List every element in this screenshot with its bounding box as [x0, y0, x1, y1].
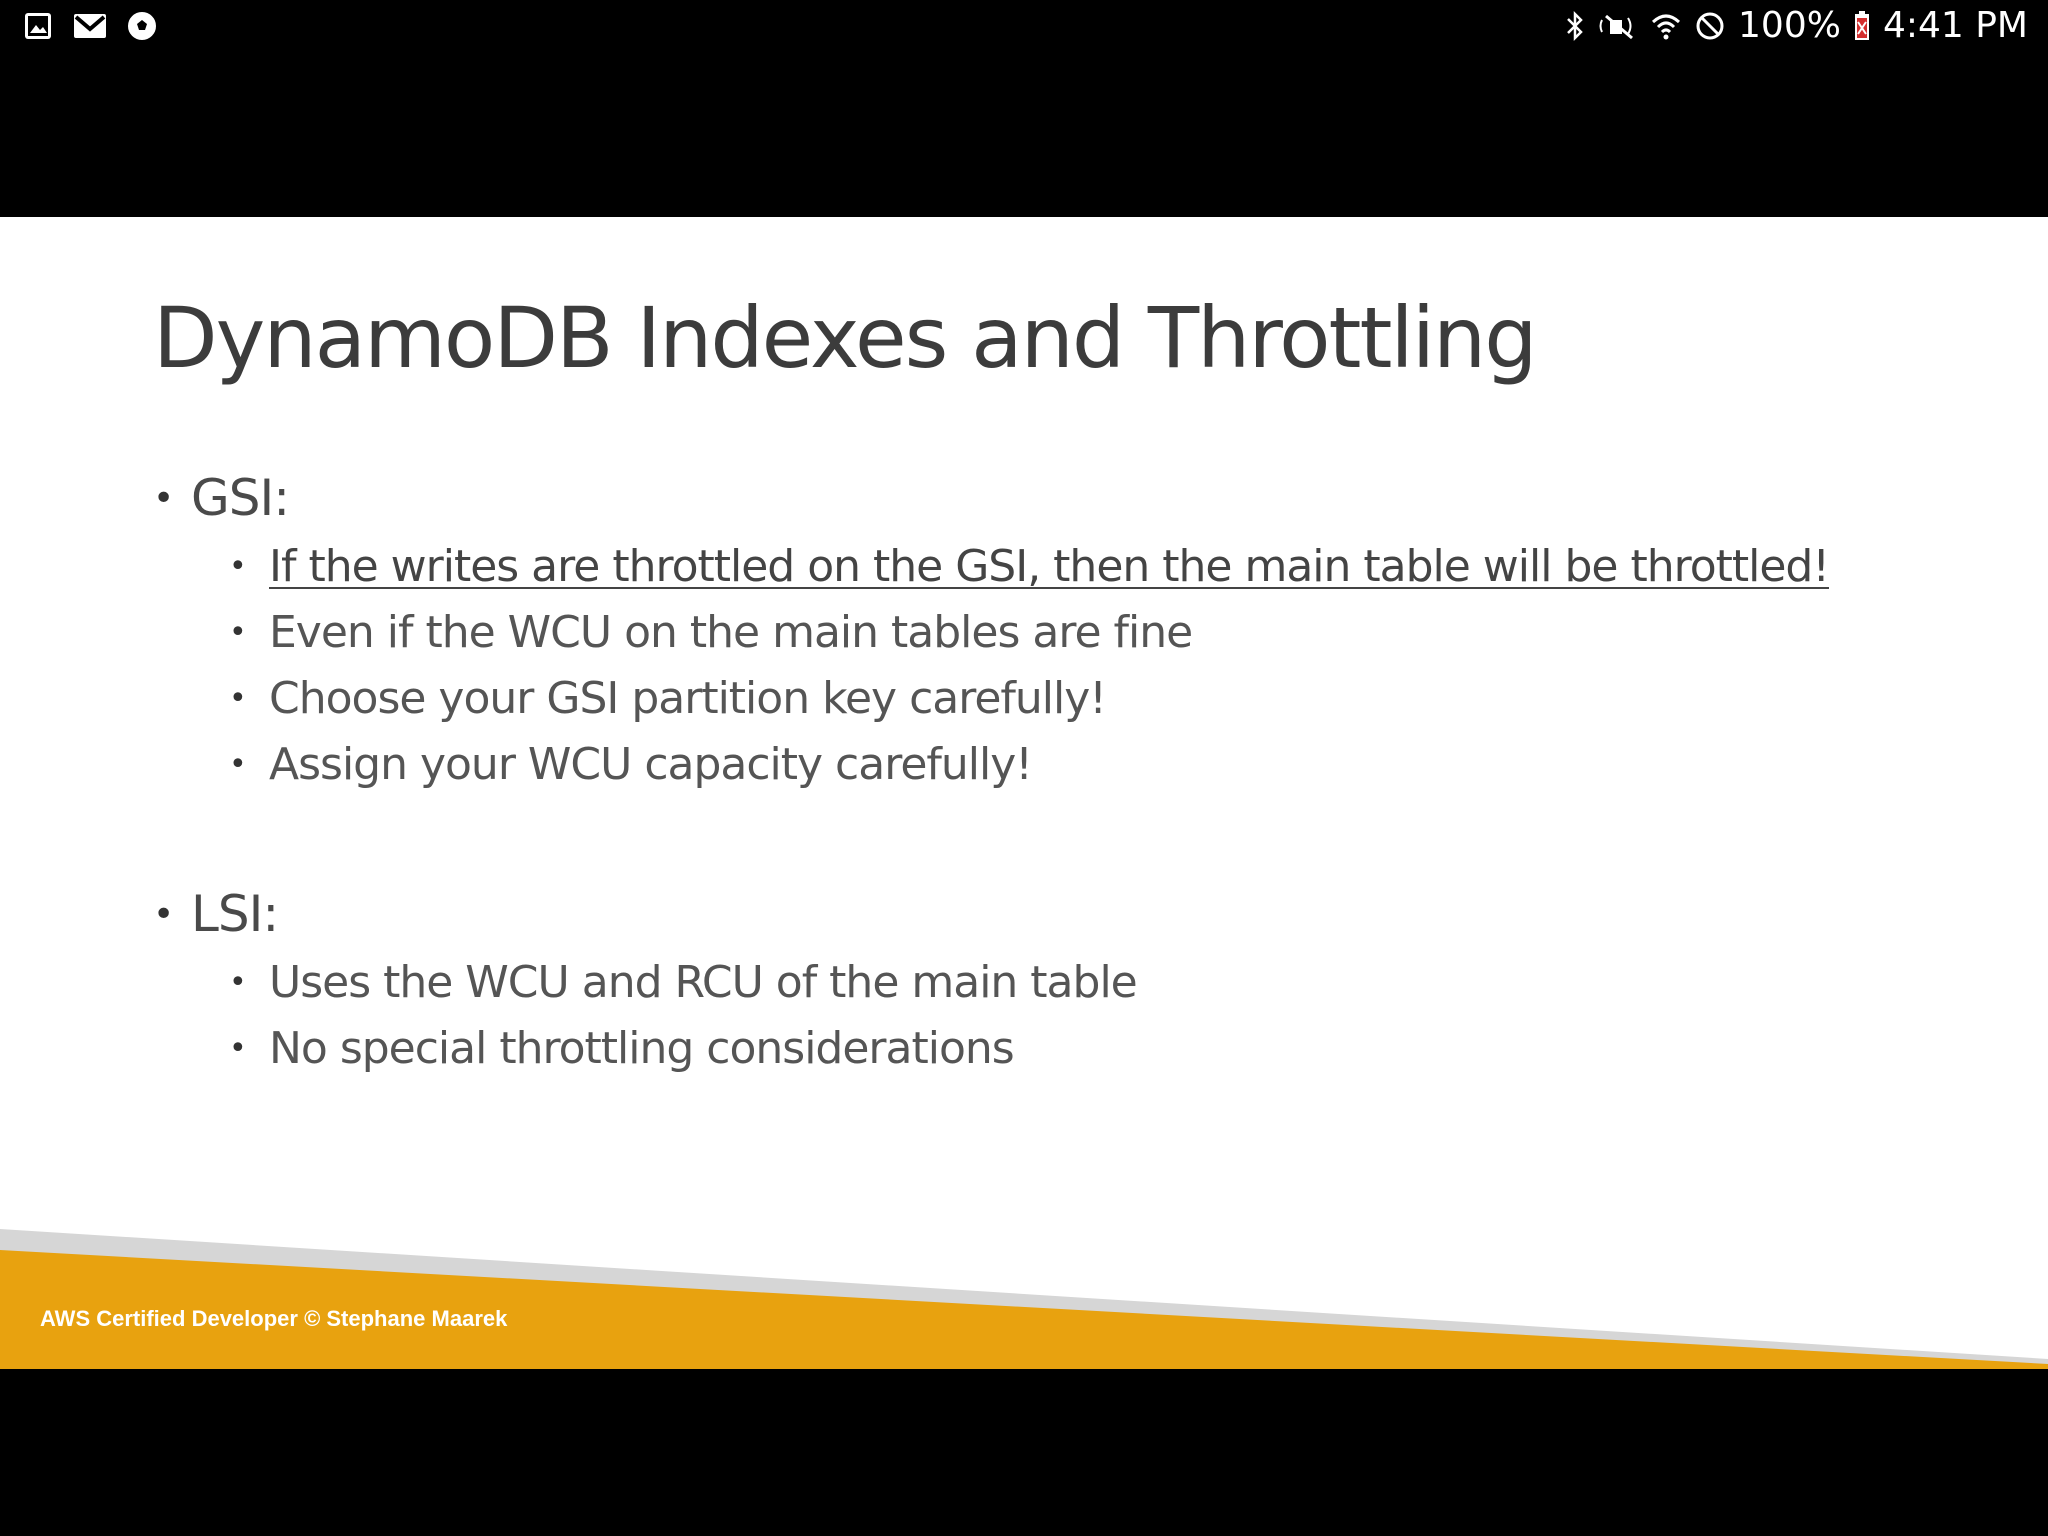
list-item: • Choose your GSI partition key carefull…: [229, 665, 1829, 731]
gsi-section: • GSI: • If the writes are throttled on …: [153, 463, 1830, 797]
bullet-icon: •: [229, 548, 247, 584]
battery-percentage: 100%: [1738, 5, 1841, 46]
gallery-icon: [22, 10, 54, 42]
list-item: • Uses the WCU and RCU of the main table: [229, 949, 1138, 1015]
list-item-text: If the writes are throttled on the GSI, …: [269, 540, 1830, 592]
slide-title: DynamoDB Indexes and Throttling: [153, 289, 1538, 387]
section-heading-label: LSI:: [191, 885, 279, 943]
status-bar: 100% 4:41 PM: [0, 0, 2048, 52]
list-item: • No special throttling considerations: [229, 1015, 1137, 1081]
list-item-text: No special throttling considerations: [269, 1022, 1015, 1074]
footer-gray-stripe: [0, 1229, 2048, 1369]
bullet-icon: •: [229, 614, 247, 650]
notification-icons: [22, 10, 158, 42]
lsi-section: • LSI: • Uses the WCU and RCU of the mai…: [153, 879, 1138, 1081]
bullet-icon: •: [229, 746, 247, 782]
list-item-text: Choose your GSI partition key carefully!: [269, 672, 1107, 724]
bullet-icon: •: [153, 477, 174, 519]
clock: 4:41 PM: [1882, 5, 2028, 46]
list-item: • If the writes are throttled on the GSI…: [229, 533, 1830, 599]
footer-credit: AWS Certified Developer © Stephane Maare…: [40, 1306, 508, 1331]
section-heading: • GSI:: [153, 463, 1829, 533]
bluetooth-icon: [1564, 10, 1586, 42]
gmail-icon: [72, 10, 108, 42]
section-heading-label: GSI:: [191, 469, 290, 527]
do-not-disturb-icon: [1694, 10, 1726, 42]
list-item-text: Uses the WCU and RCU of the main table: [269, 956, 1138, 1008]
list-item: • Even if the WCU on the main tables are…: [229, 599, 1829, 665]
system-icons: 100% 4:41 PM: [1564, 4, 2028, 48]
list-item: • Assign your WCU capacity carefully!: [229, 731, 1829, 797]
battery-icon: [1853, 10, 1871, 42]
slide: DynamoDB Indexes and Throttling • GSI: •…: [0, 217, 2048, 1369]
list-item-text: Even if the WCU on the main tables are f…: [269, 606, 1193, 658]
bullet-icon: •: [229, 964, 247, 1000]
wifi-icon: [1650, 10, 1682, 42]
bullet-icon: •: [229, 680, 247, 716]
soccer-ball-icon: [126, 10, 158, 42]
bullet-icon: •: [153, 893, 174, 935]
section-heading: • LSI:: [153, 879, 1137, 949]
list-item-text: Assign your WCU capacity carefully!: [269, 738, 1033, 790]
bullet-icon: •: [229, 1030, 247, 1066]
mute-icon: [1598, 10, 1638, 42]
